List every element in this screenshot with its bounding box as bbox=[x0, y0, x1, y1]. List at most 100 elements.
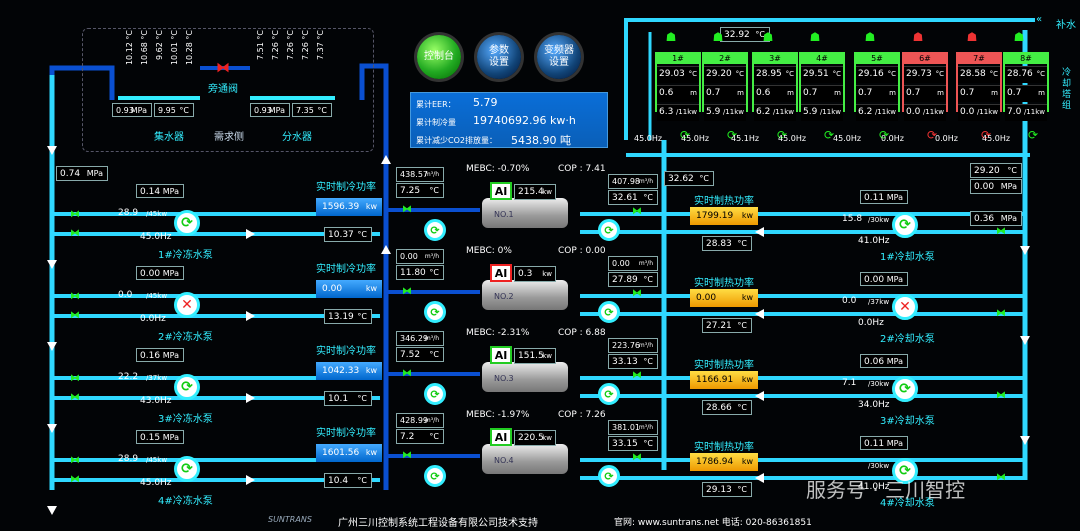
chilled-pump-rating: /45kw bbox=[146, 292, 168, 300]
cooling-pump-icon[interactable]: ✕ bbox=[892, 294, 918, 320]
cooling-pump-icon[interactable]: ⟳ bbox=[892, 376, 918, 402]
valve-icon[interactable]: ⧓ bbox=[402, 450, 412, 461]
chiller-mebc: MEBC: 0% bbox=[466, 246, 512, 256]
tower-valve-icon[interactable]: ⟳ bbox=[980, 128, 992, 142]
valve-icon[interactable]: ⧓ bbox=[632, 288, 642, 299]
tower-fan-icon[interactable]: ☗ bbox=[809, 30, 821, 44]
valve-icon[interactable]: ⧓ bbox=[402, 368, 412, 379]
tower-freq: 45.0Hz bbox=[833, 134, 862, 143]
ai-mode-badge[interactable]: AI bbox=[490, 346, 512, 364]
chiller-unit[interactable]: NO.3 bbox=[476, 352, 576, 394]
evap-valve-icon[interactable]: ⟳ bbox=[424, 383, 446, 405]
vfd-settings-button[interactable]: 变频器 设置 bbox=[537, 35, 581, 79]
cooling-right-temp: 29.20°C bbox=[970, 163, 1022, 178]
cooling-pump-power: 15.8 bbox=[842, 214, 863, 224]
cooling-pump-freq: 41.0Hz bbox=[858, 482, 890, 492]
tower-fan-icon[interactable]: ☗ bbox=[665, 30, 677, 44]
tower-valve-icon[interactable]: ⟳ bbox=[1027, 128, 1039, 142]
valve-icon[interactable]: ⧓ bbox=[70, 310, 80, 321]
tower-fan-icon[interactable]: ☗ bbox=[966, 30, 978, 44]
valve-icon[interactable]: ⧓ bbox=[996, 226, 1006, 237]
valve-icon[interactable]: ⧓ bbox=[70, 373, 80, 384]
tower-fan-icon[interactable]: ☗ bbox=[1013, 30, 1025, 44]
chiller-unit[interactable]: NO.4 bbox=[476, 434, 576, 476]
distributor-temp: 7.35°C bbox=[292, 103, 332, 117]
tower-valve-icon[interactable]: ⟳ bbox=[776, 128, 788, 142]
evap-valve-icon[interactable]: ⟳ bbox=[424, 301, 446, 323]
collector-branch-temp: 9.62 °C bbox=[155, 30, 164, 60]
cond-valve-icon[interactable]: ⟳ bbox=[598, 219, 620, 241]
valve-icon[interactable]: ⧓ bbox=[996, 308, 1006, 319]
valve-icon[interactable]: ⧓ bbox=[70, 291, 80, 302]
cond-out-temp: 28.66°C bbox=[702, 400, 752, 415]
chilled-pump-name: 2#冷冻水泵 bbox=[158, 332, 213, 343]
chiller-cool-title: 实时制冷功率 bbox=[316, 346, 376, 357]
cooling-pump-icon[interactable]: ⟳ bbox=[892, 212, 918, 238]
flow-arrow-left bbox=[755, 227, 764, 237]
valve-icon[interactable]: ⧓ bbox=[70, 392, 80, 403]
flow-arrow-down bbox=[47, 424, 57, 433]
chilled-return-temp: 10.4°C bbox=[324, 473, 372, 488]
chiller-cop: COP : 7.41 bbox=[558, 164, 606, 174]
chiller-heat-title: 实时制热功率 bbox=[694, 196, 754, 207]
evap-valve-icon[interactable]: ⟳ bbox=[424, 219, 446, 241]
tower-fan-icon[interactable]: ☗ bbox=[712, 30, 724, 44]
chilled-pump-icon[interactable]: ⟳ bbox=[174, 456, 200, 482]
tower-fan-icon[interactable]: ☗ bbox=[762, 30, 774, 44]
cond-valve-icon[interactable]: ⟳ bbox=[598, 301, 620, 323]
valve-icon[interactable]: ⧓ bbox=[632, 452, 642, 463]
chilled-pump-icon[interactable]: ⟳ bbox=[174, 374, 200, 400]
cond-temp: 32.61°C bbox=[608, 190, 658, 205]
tower-fan-icon[interactable]: ☗ bbox=[864, 30, 876, 44]
chiller-unit[interactable]: NO.1 bbox=[476, 188, 576, 230]
cond-valve-icon[interactable]: ⟳ bbox=[598, 383, 620, 405]
tower-valve-icon[interactable]: ⟳ bbox=[878, 128, 890, 142]
valve-icon[interactable]: ⧓ bbox=[632, 206, 642, 217]
ai-mode-badge[interactable]: AI bbox=[490, 264, 512, 282]
tower-valve-icon[interactable]: ⟳ bbox=[726, 128, 738, 142]
chilled-pump-icon[interactable]: ⟳ bbox=[174, 210, 200, 236]
cond-valve-icon[interactable]: ⟳ bbox=[598, 465, 620, 487]
valve-icon[interactable]: ⧓ bbox=[996, 472, 1006, 483]
valve-icon[interactable]: ⧓ bbox=[70, 209, 80, 220]
cooling-pump-icon[interactable]: ⟳ bbox=[892, 458, 918, 484]
valve-icon[interactable]: ⧓ bbox=[402, 204, 412, 215]
tower-valve-icon[interactable]: ⟳ bbox=[926, 128, 938, 142]
summary-panel: 累计EER： 5.79 累计制冷量 19740692.96 kw·h 累计减少C… bbox=[410, 92, 608, 148]
chilled-pump-icon[interactable]: ✕ bbox=[174, 292, 200, 318]
valve-icon[interactable]: ⧓ bbox=[70, 455, 80, 466]
valve-icon[interactable]: ⧓ bbox=[402, 286, 412, 297]
evap-valve-icon[interactable]: ⟳ bbox=[424, 465, 446, 487]
tower-valve-icon[interactable]: ⟳ bbox=[679, 128, 691, 142]
ai-mode-badge[interactable]: AI bbox=[490, 182, 512, 200]
collector-branch-temp: 10.28 °C bbox=[185, 30, 194, 66]
valve-icon[interactable]: ⧓ bbox=[70, 474, 80, 485]
bypass-valve-icon[interactable]: ⧓ bbox=[216, 60, 230, 76]
ai-mode-badge[interactable]: AI bbox=[490, 428, 512, 446]
chiller-unit[interactable]: NO.2 bbox=[476, 270, 576, 312]
valve-icon[interactable]: ⧓ bbox=[996, 390, 1006, 401]
valve-icon[interactable]: ⧓ bbox=[632, 370, 642, 381]
tower-fan-icon[interactable]: ☗ bbox=[912, 30, 924, 44]
chiller-cop: COP : 6.88 bbox=[558, 328, 606, 338]
tower-valve-icon[interactable]: ⟳ bbox=[823, 128, 835, 142]
valve-icon[interactable]: ⧓ bbox=[70, 228, 80, 239]
params-settings-button[interactable]: 参数 设置 bbox=[477, 35, 521, 79]
console-button[interactable]: 控制台 bbox=[417, 35, 461, 79]
flow-arrow-left bbox=[755, 391, 764, 401]
